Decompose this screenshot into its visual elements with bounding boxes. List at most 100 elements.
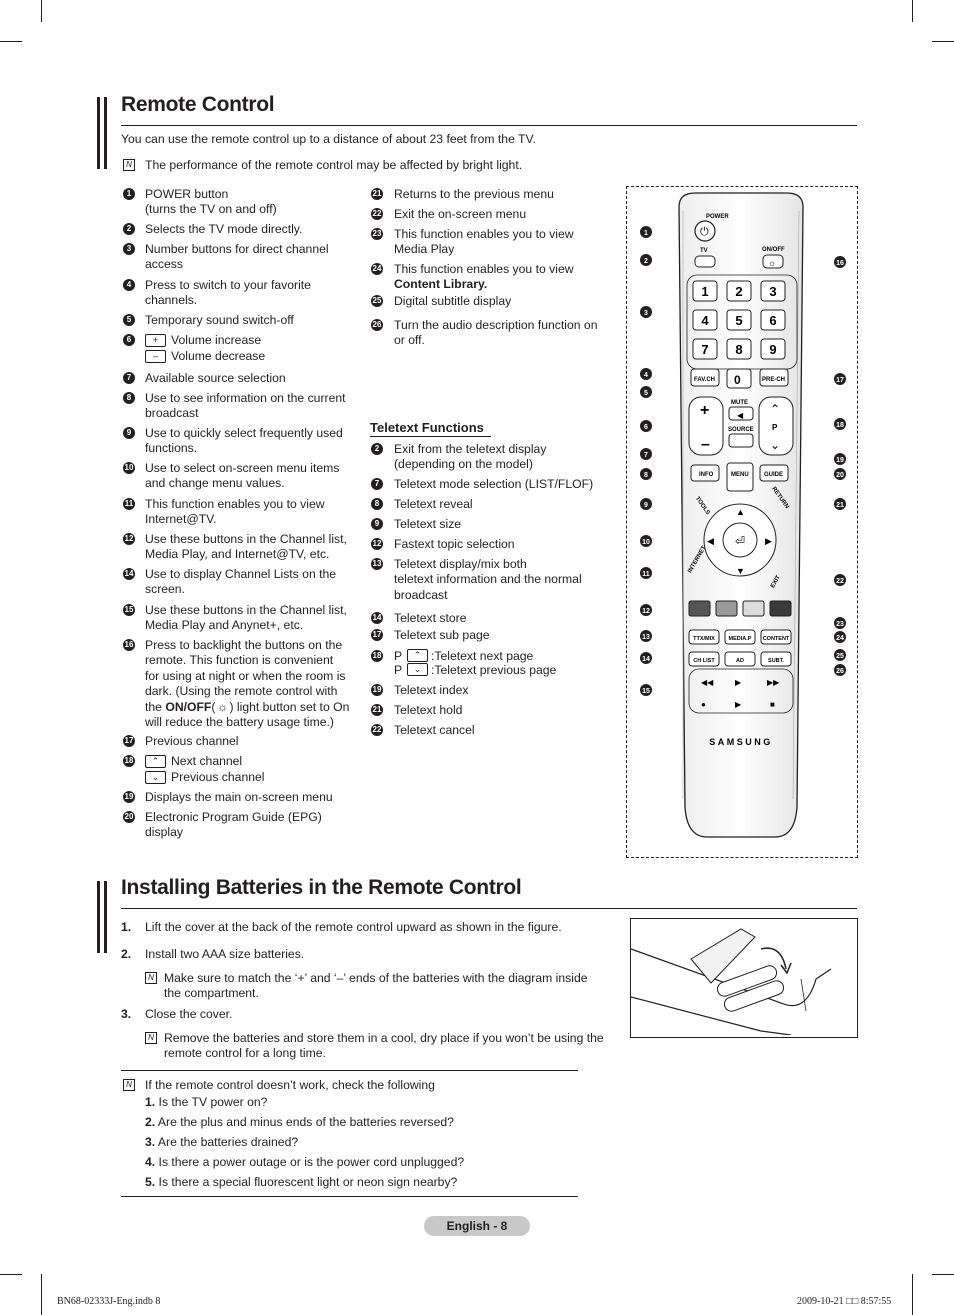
item-number-badge: 22 xyxy=(371,208,383,220)
callout-number: 9 xyxy=(644,502,648,509)
svg-text:▶: ▶ xyxy=(735,700,742,709)
color-keys xyxy=(688,600,792,617)
item-text: will reduce the battery usage time.) xyxy=(145,715,334,729)
item-number-badge: 10 xyxy=(123,462,135,474)
callout-number: 3 xyxy=(644,310,648,317)
callout-badge xyxy=(640,630,652,642)
check-number: 5. xyxy=(145,1175,156,1189)
check-item: 3. Are the batteries drained? xyxy=(145,1135,298,1150)
digit-button xyxy=(760,280,786,302)
item-text: Volume increase xyxy=(171,333,262,347)
item-text: P xyxy=(394,649,403,663)
bulb-icon: ☼ xyxy=(768,258,776,268)
svg-text:■: ■ xyxy=(770,700,775,709)
function-button xyxy=(760,651,792,667)
item-number-badge: 22 xyxy=(371,724,383,736)
title-rule xyxy=(121,908,857,909)
crop-mark xyxy=(912,1274,913,1315)
item-text: Teletext store xyxy=(394,611,467,625)
function-button xyxy=(688,651,720,667)
item-text: screen. xyxy=(145,582,185,597)
step-text: Close the cover. xyxy=(145,1007,233,1021)
item-text: Media Play and Anynet+, etc. xyxy=(145,618,304,633)
item-number-badge: 13 xyxy=(371,558,383,570)
svg-text:◀◀: ◀◀ xyxy=(701,678,714,687)
item-text: (depending on the model) xyxy=(394,457,533,472)
page-up-icon: ⌃ xyxy=(407,649,428,662)
function-button xyxy=(688,629,720,645)
digit-button xyxy=(760,309,786,331)
page-down-icon: ⌄ xyxy=(407,663,428,676)
step-number: 2. xyxy=(121,947,132,961)
callout-number: 17 xyxy=(836,377,844,384)
callout-number: 19 xyxy=(836,457,844,464)
digit-button xyxy=(692,280,718,302)
callout-badge xyxy=(640,420,652,432)
digit-button xyxy=(726,280,752,302)
item-text: Selects the TV mode directly. xyxy=(145,222,303,236)
digit-label: 2 xyxy=(735,284,742,299)
item-number-badge: 8 xyxy=(123,392,135,404)
digit-label: 5 xyxy=(735,313,742,328)
svg-text:TV: TV xyxy=(700,248,708,254)
box-rule-top xyxy=(121,1070,578,1071)
callout-badge xyxy=(834,631,846,643)
svg-text:◀: ◀ xyxy=(737,411,744,420)
item-text: Use to see information on the current xyxy=(145,391,346,405)
check-item: 4. Is there a power outage or is the pow… xyxy=(145,1155,464,1170)
callout-number: 26 xyxy=(836,668,844,675)
callout-number: 23 xyxy=(836,621,844,628)
digit-button xyxy=(692,309,718,331)
item-text: Use these buttons in the Channel list, xyxy=(145,532,347,546)
item-number-badge: 17 xyxy=(371,629,383,641)
function-button-label: MEDIA.P xyxy=(729,636,752,642)
digit-label: 9 xyxy=(769,342,776,357)
teletext-heading: Teletext Functions xyxy=(370,420,484,435)
item-number-badge: 7 xyxy=(371,478,383,490)
callout-number: 20 xyxy=(836,472,844,479)
callout-badge xyxy=(640,468,652,480)
callout-badge xyxy=(640,604,652,616)
callout-badge xyxy=(640,226,652,238)
item-text: Number buttons for direct channel xyxy=(145,242,329,256)
svg-text:▶: ▶ xyxy=(765,536,772,546)
item-text: Media Play xyxy=(394,242,455,257)
slug-left: BN68-02333J-Eng.indb 8 xyxy=(57,1296,161,1307)
page-number: English - 8 xyxy=(424,1216,530,1236)
step-number: 1. xyxy=(121,920,132,934)
item-number-badge: 11 xyxy=(123,498,135,510)
item-text: :Teletext next page xyxy=(431,649,534,663)
item-number-badge: 9 xyxy=(123,427,135,439)
note-text: the compartment. xyxy=(164,986,259,1000)
function-button-label: SUBT. xyxy=(768,658,784,664)
item-number-badge: 5 xyxy=(123,314,135,326)
svg-text:MENU: MENU xyxy=(731,472,749,478)
item-text: Available source selection xyxy=(145,371,286,385)
item-text: Previous channel xyxy=(145,734,239,748)
item-text: This function enables you to view xyxy=(145,497,325,511)
onoff-button xyxy=(762,254,784,269)
callout-number: 22 xyxy=(836,578,844,585)
callout-badge xyxy=(834,256,846,268)
crop-mark xyxy=(932,1274,954,1275)
item-text: Volume decrease xyxy=(171,349,266,363)
channel-up-icon: ⌃ xyxy=(145,755,166,768)
callout-badge xyxy=(834,498,846,510)
svg-text:0: 0 xyxy=(734,373,741,387)
item-text: Press to backlight the buttons on the xyxy=(145,638,343,652)
item-number-badge: 6 xyxy=(123,334,135,346)
item-number-badge: 1 xyxy=(123,188,135,200)
item-text: Teletext sub page xyxy=(394,628,490,642)
callout-number: 24 xyxy=(836,635,844,642)
svg-text:▶▶: ▶▶ xyxy=(767,678,780,687)
color-key xyxy=(715,600,738,617)
item-number-badge: 14 xyxy=(123,568,135,580)
callout-badge xyxy=(834,649,846,661)
function-button xyxy=(724,651,756,667)
item-number-badge: 3 xyxy=(123,243,135,255)
check-number: 1. xyxy=(145,1095,156,1109)
